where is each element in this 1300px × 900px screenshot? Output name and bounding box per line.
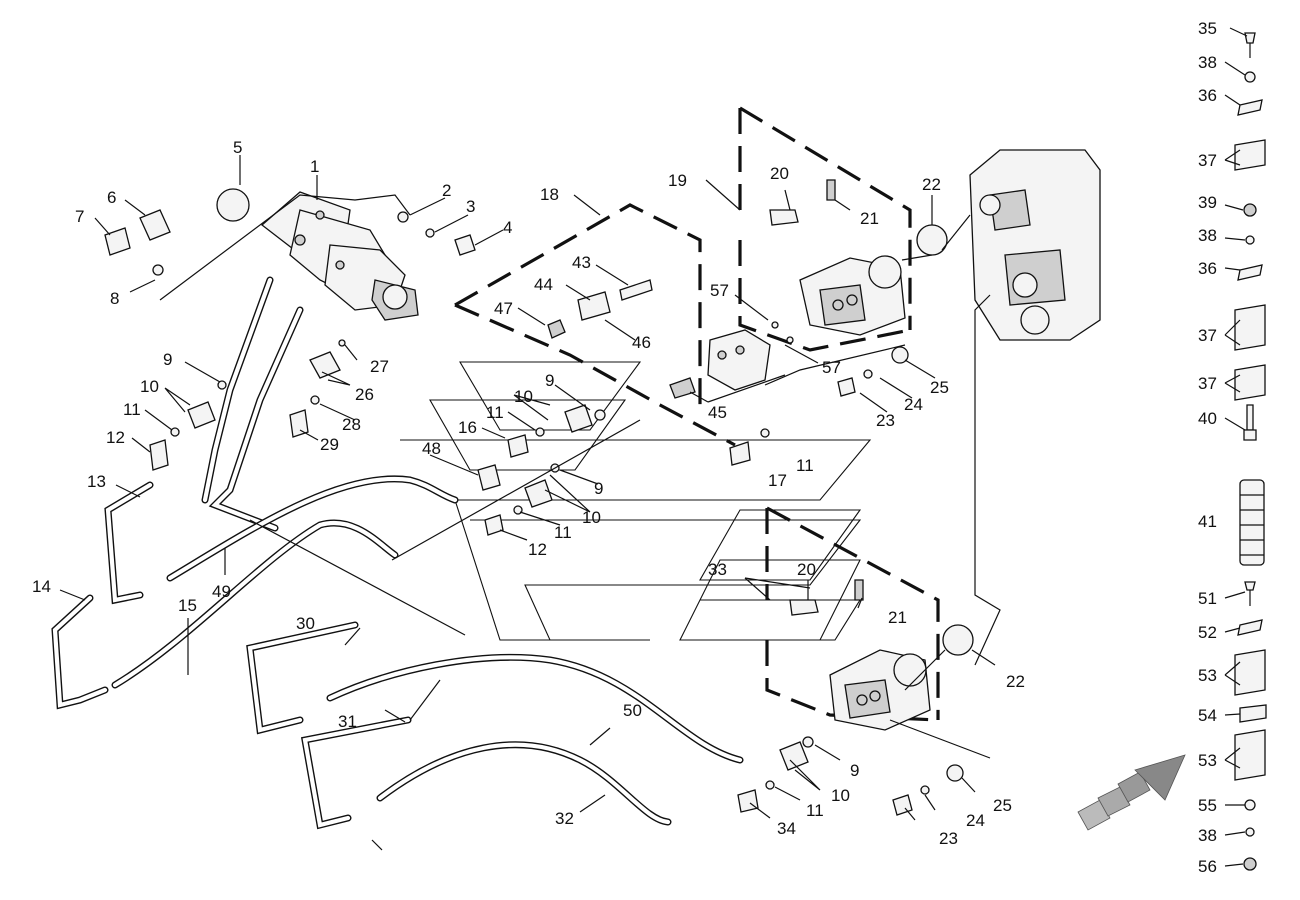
label-43: 43 [572,253,591,272]
label-10b: 10 [514,387,533,406]
label-11d: 11 [796,456,814,475]
main-pump [260,191,419,321]
fittings-top [547,279,653,339]
label-24b: 24 [966,811,985,830]
label-41: 41 [1198,512,1217,531]
label-13: 13 [87,472,106,491]
label-45: 45 [708,403,727,422]
label-47: 47 [494,299,513,318]
group-outlines [454,106,940,722]
label-9b: 9 [545,371,554,390]
label-50: 50 [623,701,642,720]
label-44: 44 [534,275,553,294]
label-11a: 11 [123,400,141,419]
label-10a: 10 [140,377,159,396]
label-38b: 38 [1198,226,1217,245]
label-38a: 38 [1198,53,1217,72]
valve-block [669,329,771,399]
label-53b: 53 [1198,751,1217,770]
label-54: 54 [1198,706,1217,725]
label-37a: 37 [1198,151,1217,170]
label-33: 33 [708,560,727,579]
label-9c: 9 [594,479,603,498]
label-25b: 25 [993,796,1012,815]
label-10c: 10 [582,508,601,527]
label-23a: 23 [876,411,895,430]
label-34: 34 [777,819,796,838]
label-32: 32 [555,809,574,828]
label-26: 26 [355,385,374,404]
label-20b: 20 [797,560,816,579]
label-11c: 11 [554,523,572,542]
label-16: 16 [458,418,477,437]
label-4: 4 [503,218,512,237]
label-31: 31 [338,712,357,731]
label-18: 18 [540,185,559,204]
label-6: 6 [107,188,116,207]
label-23b: 23 [939,829,958,848]
upper-motor [799,255,906,336]
label-52: 52 [1198,623,1217,642]
label-37c: 37 [1198,374,1217,393]
label-10d: 10 [831,786,850,805]
label-40: 40 [1198,409,1217,428]
label-1: 1 [310,157,319,176]
flexible-hoses [111,475,744,826]
label-22b: 22 [1006,672,1025,691]
label-15: 15 [178,596,197,615]
label-9a: 9 [163,350,172,369]
label-29: 29 [320,435,339,454]
label-2: 2 [442,181,451,200]
label-21b: 21 [888,608,907,627]
label-30: 30 [296,614,315,633]
label-36b: 36 [1198,259,1217,278]
label-37b: 37 [1198,326,1217,345]
leader-lines [59,27,1248,867]
label-17: 17 [768,471,787,490]
label-19: 19 [668,171,687,190]
label-25a: 25 [930,378,949,397]
label-35: 35 [1198,19,1217,38]
label-56: 56 [1198,857,1217,876]
label-8: 8 [110,289,119,308]
label-27: 27 [370,357,389,376]
label-46: 46 [632,333,651,352]
label-49: 49 [212,582,231,601]
label-28: 28 [342,415,361,434]
label-3: 3 [466,197,475,216]
label-12b: 12 [528,540,547,559]
right-parts-column [1234,32,1267,871]
label-21a: 21 [860,209,879,228]
label-14: 14 [32,577,51,596]
gearbox-housing [969,149,1101,341]
label-7: 7 [75,207,84,226]
label-22a: 22 [922,175,941,194]
label-24a: 24 [904,395,923,414]
part-number-labels: 1 2 3 4 5 6 7 8 9 10 11 12 13 14 15 49 2… [32,19,1217,876]
label-48: 48 [422,439,441,458]
label-57a: 57 [710,281,729,300]
label-39: 39 [1198,193,1217,212]
label-53a: 53 [1198,666,1217,685]
label-51: 51 [1198,589,1217,608]
watermark-logo [400,361,872,641]
label-9d: 9 [850,761,859,780]
label-5: 5 [233,138,242,157]
label-55: 55 [1198,796,1217,815]
label-11b: 11 [486,403,504,422]
label-36a: 36 [1198,86,1217,105]
label-20a: 20 [770,164,789,183]
small-components [104,179,974,816]
label-11e: 11 [806,801,824,820]
label-12a: 12 [106,428,125,447]
label-57b: 57 [822,358,841,377]
rigid-pipes [51,276,412,830]
label-38c: 38 [1198,826,1217,845]
lower-motor [829,649,931,731]
front-direction-arrow-icon [1077,754,1186,831]
